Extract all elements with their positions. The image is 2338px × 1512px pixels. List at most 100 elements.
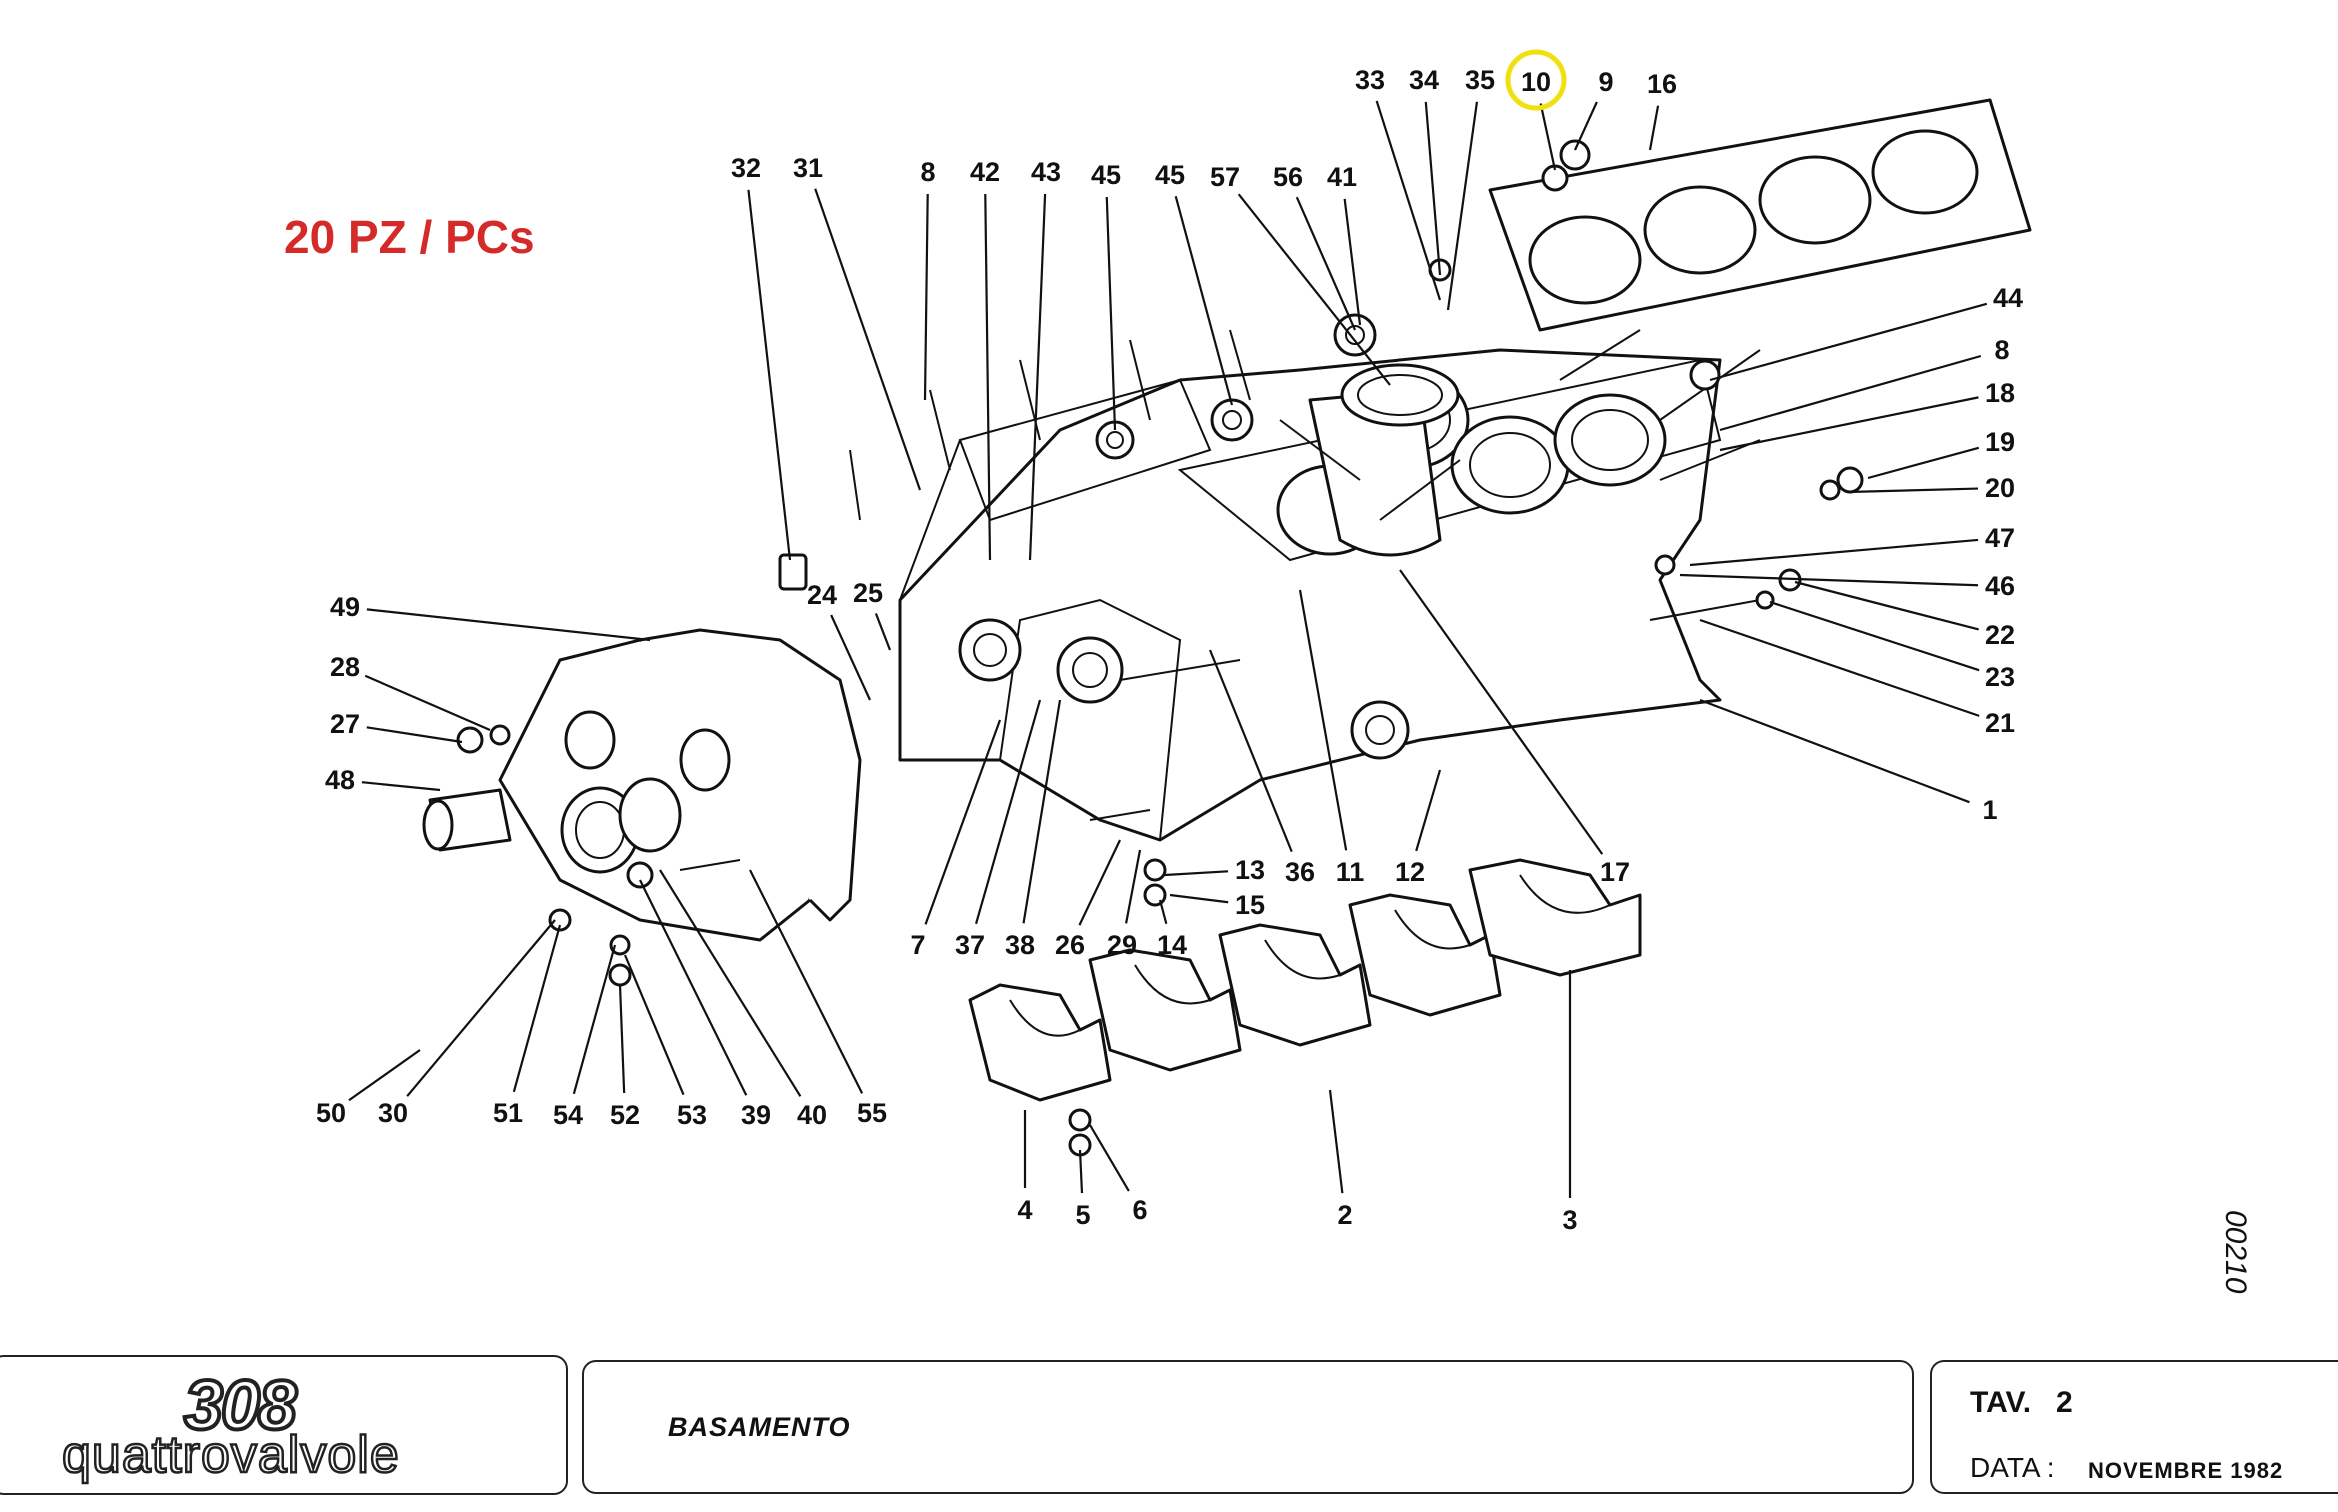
callout-14: 14	[1157, 930, 1187, 960]
leader-line-11	[1298, 589, 1348, 851]
leader-line-49	[366, 608, 651, 642]
callout-16: 16	[1647, 69, 1677, 99]
callout-35: 35	[1465, 65, 1495, 95]
leader-line-33	[1375, 100, 1442, 301]
leader-line-25	[874, 613, 892, 651]
leader-line-6	[1089, 1124, 1130, 1192]
callout-51: 51	[493, 1098, 523, 1128]
callout-11: 11	[1336, 857, 1365, 887]
leader-line-1	[1699, 698, 1970, 804]
leader-line-29	[1125, 849, 1142, 924]
callout-45: 45	[1091, 160, 1121, 190]
leader-line-22	[1794, 580, 1979, 631]
callout-41: 41	[1327, 162, 1357, 192]
highlight-ring	[1505, 49, 1567, 111]
callout-1: 1	[1982, 795, 1997, 825]
leader-line-30	[406, 919, 556, 1097]
main-bearing-caps	[968, 858, 1642, 1157]
leader-line-41	[1343, 198, 1362, 326]
table-label: TAV.	[1970, 1386, 2032, 1419]
leader-line-32	[747, 189, 792, 561]
leader-line-2	[1328, 1089, 1344, 1194]
callout-28: 28	[330, 652, 360, 682]
callout-4: 4	[1017, 1195, 1032, 1225]
leader-line-24	[830, 614, 872, 701]
leader-line-37	[974, 699, 1042, 925]
leader-line-48	[361, 781, 441, 792]
quantity-note: 20 PZ / PCs	[284, 211, 535, 263]
leader-line-18	[1719, 396, 1979, 452]
model-logo-number: 308	[182, 1364, 299, 1446]
callout-45: 45	[1155, 160, 1185, 190]
callout-44: 44	[1993, 283, 2023, 313]
leader-line-40	[659, 869, 802, 1097]
callout-13: 13	[1235, 855, 1265, 885]
callout-9: 9	[1598, 67, 1613, 97]
callout-22: 22	[1985, 620, 2015, 650]
leader-line-38	[1022, 699, 1062, 924]
leader-line-44	[1709, 302, 1988, 382]
callout-15: 15	[1235, 890, 1265, 920]
callout-36: 36	[1285, 857, 1315, 887]
leader-line-50	[348, 1049, 421, 1102]
leader-line-8	[1719, 354, 1982, 432]
leader-line-31	[814, 188, 922, 491]
callout-34: 34	[1409, 65, 1439, 95]
leader-line-36	[1208, 649, 1293, 853]
leader-line-7	[924, 719, 1002, 925]
engine-block	[778, 258, 1864, 842]
callout-7: 7	[910, 930, 925, 960]
leader-line-56	[1295, 196, 1357, 331]
leader-line-9	[1573, 101, 1598, 151]
leader-line-51	[512, 924, 562, 1093]
callout-57: 57	[1210, 162, 1240, 192]
callout-42: 42	[970, 157, 1000, 187]
leader-line-35	[1446, 101, 1479, 311]
date-value: NOVEMBRE 1982	[2088, 1458, 2284, 1483]
callout-21: 21	[1985, 708, 2015, 738]
leader-line-26	[1078, 839, 1121, 926]
leader-line-55	[749, 869, 864, 1094]
callout-54: 54	[553, 1100, 583, 1130]
callout-25: 25	[853, 578, 883, 608]
callout-47: 47	[1985, 523, 2015, 553]
callout-10: 10	[1521, 67, 1551, 97]
leader-line-10	[1539, 103, 1557, 171]
leader-line-52	[618, 984, 626, 1094]
callout-27: 27	[330, 709, 360, 739]
callout-46: 46	[1985, 571, 2015, 601]
callout-6: 6	[1132, 1195, 1147, 1225]
leader-line-16	[1648, 105, 1660, 151]
model-logo-box: 308 quattrovalvole	[0, 1355, 568, 1495]
leader-line-27	[366, 726, 463, 744]
callout-2: 2	[1337, 1200, 1352, 1230]
leader-line-21	[1699, 618, 1980, 717]
callout-31: 31	[793, 153, 823, 183]
callout-19: 19	[1985, 427, 2015, 457]
leader-line-54	[572, 944, 617, 1095]
callout-5: 5	[1075, 1200, 1090, 1230]
model-logo-wordmark: quattrovalvole	[61, 1425, 400, 1486]
callout-17: 17	[1600, 857, 1630, 887]
leader-line-45	[1105, 196, 1117, 431]
drawing-code: 00210	[2219, 1210, 2252, 1294]
callout-8: 8	[920, 157, 935, 187]
leader-line-57	[1237, 193, 1391, 386]
leader-line-34	[1424, 101, 1442, 276]
leader-line-39	[639, 879, 748, 1096]
leader-line-13	[1164, 870, 1229, 877]
leader-line-14	[1158, 899, 1168, 925]
callout-24: 24	[807, 580, 837, 610]
callout-23: 23	[1985, 662, 2015, 692]
timing-cover	[422, 628, 862, 987]
callout-33: 33	[1355, 65, 1385, 95]
sheet-title: BASAMENTO	[668, 1412, 851, 1442]
leader-line-28	[364, 674, 491, 732]
callout-43: 43	[1031, 157, 1061, 187]
callout-40: 40	[797, 1100, 827, 1130]
callout-29: 29	[1107, 930, 1137, 960]
callout-56: 56	[1273, 162, 1303, 192]
head-gasket	[1488, 98, 2032, 332]
